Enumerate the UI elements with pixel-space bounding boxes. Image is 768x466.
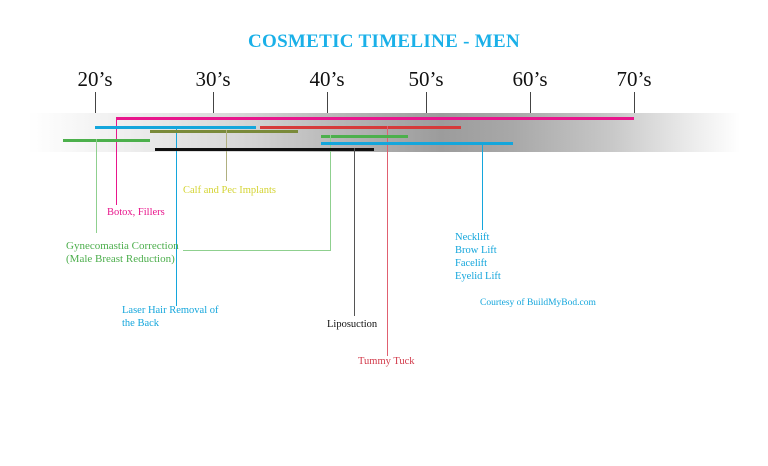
connector-gynecomastia-late-horizontal bbox=[183, 250, 331, 251]
bar-gynecomastia-early bbox=[63, 139, 150, 142]
label-laser-hair-removal: Laser Hair Removal of the Back bbox=[122, 304, 219, 330]
label-calf-pec-implants: Calf and Pec Implants bbox=[183, 185, 277, 196]
label-botox-fillers: Botox, Fillers bbox=[107, 207, 165, 218]
tick-label-40s: 40’s bbox=[309, 67, 345, 91]
connector-calf-pec bbox=[226, 130, 227, 181]
connector-facial-lifts bbox=[482, 142, 483, 230]
label-laser-line1: Laser Hair Removal of bbox=[122, 305, 219, 316]
label-gynecomastia-line2: (Male Breast Reduction) bbox=[66, 253, 175, 265]
label-necklift: Necklift bbox=[455, 232, 490, 243]
label-gynecomastia-line1: Gynecomastia Correction bbox=[66, 240, 179, 252]
tick-mark-30s bbox=[213, 92, 214, 113]
bar-facial-lifts bbox=[321, 142, 513, 145]
connector-gynecomastia-late-vertical bbox=[330, 135, 331, 250]
connector-laser-hair-removal bbox=[176, 126, 177, 306]
tick-label-20s: 20’s bbox=[77, 67, 113, 91]
tick-label-60s: 60’s bbox=[512, 67, 548, 91]
label-facelift: Facelift bbox=[455, 258, 488, 269]
tick-mark-40s bbox=[327, 92, 328, 113]
label-gynecomastia: Gynecomastia Correction (Male Breast Red… bbox=[66, 240, 179, 266]
chart-title: COSMETIC TIMELINE - MEN bbox=[247, 31, 521, 52]
label-eyelid-lift: Eyelid Lift bbox=[455, 271, 501, 282]
label-liposuction: Liposuction bbox=[327, 319, 378, 330]
label-tummy-tuck: Tummy Tuck bbox=[358, 356, 415, 367]
tick-mark-50s bbox=[426, 92, 427, 113]
connector-liposuction bbox=[354, 148, 355, 316]
bar-gynecomastia-late bbox=[321, 135, 408, 138]
connector-gynecomastia-early bbox=[96, 139, 97, 233]
label-laser-line2: the Back bbox=[122, 318, 160, 329]
tick-label-50s: 50’s bbox=[408, 67, 444, 91]
tick-label-30s: 30’s bbox=[195, 67, 231, 91]
label-brow-lift: Brow Lift bbox=[455, 245, 497, 256]
connector-tummy-tuck bbox=[387, 126, 388, 356]
bar-calf-pec-implants bbox=[150, 130, 298, 133]
tick-mark-60s bbox=[530, 92, 531, 113]
bar-liposuction bbox=[155, 148, 374, 151]
bar-laser-hair-removal bbox=[95, 126, 256, 129]
courtesy-credit: Courtesy of BuildMyBod.com bbox=[480, 298, 596, 308]
connector-botox bbox=[116, 117, 117, 205]
bar-botox-fillers bbox=[116, 117, 634, 120]
tick-mark-20s bbox=[95, 92, 96, 113]
label-facial-lifts: Necklift Brow Lift Facelift Eyelid Lift bbox=[455, 231, 501, 283]
bar-tummy-tuck bbox=[260, 126, 461, 129]
tick-label-70s: 70’s bbox=[616, 67, 652, 91]
tick-mark-70s bbox=[634, 92, 635, 113]
